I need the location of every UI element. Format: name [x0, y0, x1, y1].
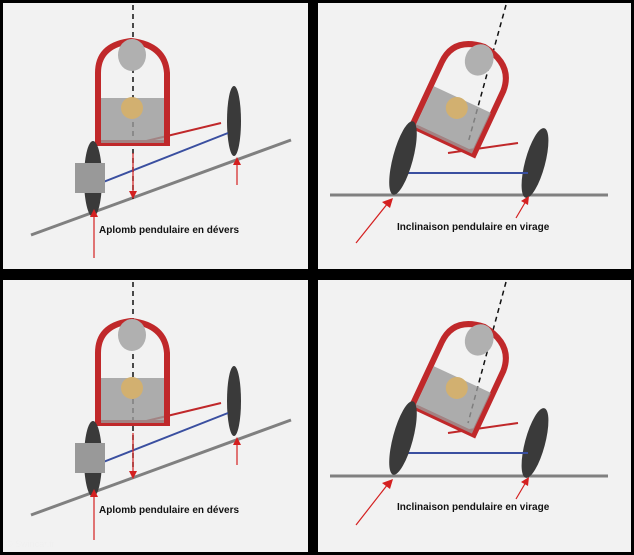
panel-caption: Inclinaison pendulaire en virage [397, 502, 550, 513]
driver-head [464, 324, 494, 356]
link-rod [87, 132, 229, 189]
panel-inclinaison-virage-bottom: Inclinaison pendulaire en virage [318, 280, 631, 552]
pivot-joint [445, 96, 468, 119]
force-arrowhead-center [129, 191, 137, 199]
force-arrowhead-left [382, 198, 393, 208]
force-arrowhead-left [90, 209, 98, 217]
right-wheel [521, 408, 549, 478]
force-arrowhead-right [521, 477, 529, 486]
car-chassis [414, 366, 491, 434]
axle-box [75, 443, 105, 473]
panel-inclinaison-virage-top: Inclinaison pendulaire en virage [318, 3, 631, 269]
force-arrow-left [355, 483, 389, 526]
car-chassis [414, 86, 491, 154]
force-arrowhead-right [233, 157, 241, 165]
link-rod [87, 412, 229, 469]
link-rod-red [447, 142, 519, 154]
link-rod-red [447, 422, 519, 434]
force-arrowhead-right [521, 196, 529, 205]
axle-box [75, 163, 105, 193]
panel-caption: Inclinaison pendulaire en virage [397, 222, 550, 233]
pivot-joint [121, 97, 143, 119]
diagram-devers [30, 5, 292, 258]
driver-head [464, 44, 494, 76]
ground-line [30, 418, 292, 517]
driver-head [118, 39, 146, 71]
panel-aplomb-devers-bottom: Aplomb pendulaire en dévers [3, 280, 308, 552]
watermark-text: © Swincar.fr [6, 539, 55, 549]
diagram-devers [30, 282, 292, 540]
force-arrowhead-right [233, 437, 241, 445]
force-arrow-right [515, 200, 527, 219]
right-wheel [227, 366, 241, 436]
force-arrow-left [355, 202, 389, 244]
left-wheel [389, 121, 417, 195]
force-arrow-right [515, 481, 527, 500]
pivot-joint [445, 376, 468, 399]
panel-caption: Aplomb pendulaire en dévers [99, 225, 240, 236]
force-arrowhead-center [129, 471, 137, 479]
panel-caption: Aplomb pendulaire en dévers [99, 505, 240, 516]
right-wheel [521, 128, 549, 198]
diagram-virage [330, 4, 608, 244]
force-arrowhead-left [382, 479, 393, 489]
diagram-virage [330, 281, 608, 526]
right-wheel [227, 86, 241, 156]
panel-aplomb-devers-top: Aplomb pendulaire en dévers [3, 3, 308, 269]
driver-head [118, 319, 146, 351]
ground-line [30, 138, 292, 237]
pivot-joint [121, 377, 143, 399]
force-arrowhead-left [90, 489, 98, 497]
left-wheel [389, 401, 417, 475]
